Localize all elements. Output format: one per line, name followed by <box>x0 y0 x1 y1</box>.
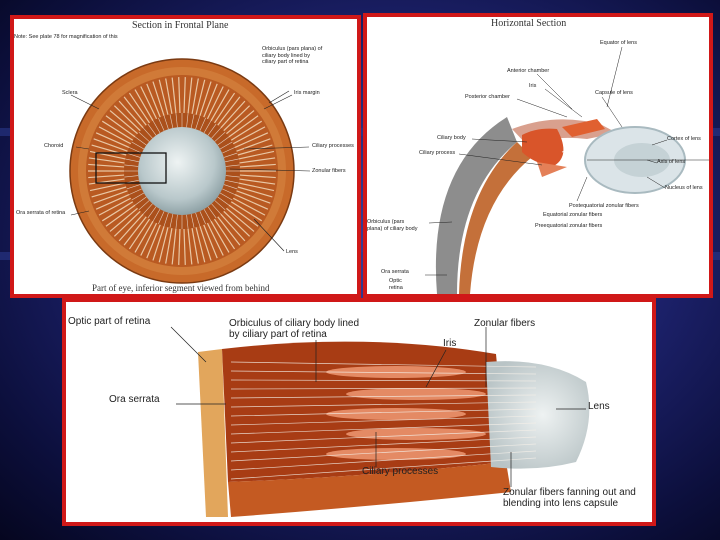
label-preequatorial: Preequatorial zonular fibers <box>535 223 603 229</box>
ciliary-process <box>537 162 567 177</box>
frontal-eye-illustration <box>69 58 311 284</box>
label-ciliary-processes: Ciliary processes <box>312 143 354 149</box>
horizontal-section-illustration <box>425 46 709 294</box>
label-nucleus: Nucleus of lens <box>665 185 703 191</box>
label-orbiculus-pars-plana: Orbiculus (pars plana) of ciliary body <box>367 219 418 232</box>
label-orbiculus: Orbiculus (pars plana) of ciliary body l… <box>262 46 323 65</box>
lower-processes-region <box>228 462 511 517</box>
optic-retina-band <box>198 349 228 517</box>
choroid-layer <box>459 142 532 294</box>
ciliary-process-fold <box>346 428 486 440</box>
detail-panel: Optic part of retina Orbiculus of ciliar… <box>62 298 656 526</box>
label-lens-detail: Lens <box>588 401 610 412</box>
sclera-wall <box>435 117 517 294</box>
label-sclera: Sclera <box>62 90 78 96</box>
label-equator: Equator of lens <box>600 40 637 46</box>
label-capsule: Capsule of lens <box>595 90 633 96</box>
label-ora-detail: Ora serrata <box>109 394 160 405</box>
lens-capsule-area <box>486 361 590 469</box>
label-ciliary-detail: Ciliary processes <box>362 466 439 477</box>
label-anterior-chamber: Anterior chamber <box>507 68 550 74</box>
lens-disc <box>138 127 226 215</box>
label-orbiculus-detail: Orbiculus of ciliary body lined by cilia… <box>229 318 360 340</box>
label-ora-serrata-section: Ora serrata <box>381 269 409 275</box>
label-postequatorial: Postequatorial zonular fibers <box>569 203 639 209</box>
iris-tissue <box>562 119 605 137</box>
ciliary-process-fold <box>326 408 466 420</box>
label-cortex: Cortex of lens <box>667 136 701 142</box>
ciliary-process-fold <box>346 388 486 400</box>
label-note: Note: See plate 78 for magnification of … <box>14 34 118 40</box>
label-equatorial: Equatorial zonular fibers <box>543 212 603 218</box>
ciliary-body <box>522 128 564 167</box>
label-optic-retina: Optic retina <box>389 278 403 291</box>
horizontal-section-panel: Horizontal Section Equator of lens Anter… <box>363 13 713 298</box>
ciliary-process-fold <box>326 448 466 460</box>
label-zonular-fibers: Zonular fibers <box>312 168 346 174</box>
label-ora-serrata: Ora serrata of retina <box>16 210 66 216</box>
label-zonular-detail: Zonular fibers <box>474 318 536 329</box>
horizontal-title: Horizontal Section <box>491 18 567 29</box>
label-posterior-chamber: Posterior chamber <box>465 94 510 100</box>
label-ciliary-process: Ciliary process <box>419 150 456 156</box>
label-choroid: Choroid <box>44 143 64 149</box>
frontal-title: Section in Frontal Plane <box>132 20 229 31</box>
frontal-section-panel: Section in Frontal Plane Note: See plate… <box>10 15 361 298</box>
label-iris-detail: Iris <box>443 338 457 349</box>
label-ciliary-body: Ciliary body <box>437 135 466 141</box>
ciliary-processes-group <box>326 366 486 460</box>
label-fanning: Zonular fibers fanning out and blending … <box>503 487 636 509</box>
label-axis: Axis of lens <box>657 159 686 165</box>
frontal-caption: Part of eye, inferior segment viewed fro… <box>92 283 270 293</box>
label-iris-margin: Iris margin <box>294 90 320 96</box>
zonular-fibers <box>124 113 240 229</box>
magnification-box <box>95 152 167 184</box>
label-optic-part: Optic part of retina <box>68 316 151 327</box>
ciliary-process-rays <box>88 77 276 265</box>
label-lens: Lens <box>286 249 298 255</box>
ciliary-detail-illustration <box>170 326 590 517</box>
detail-zonular-fibers <box>230 361 537 480</box>
ciliary-process-fold <box>326 366 466 378</box>
label-iris: Iris <box>529 83 537 89</box>
